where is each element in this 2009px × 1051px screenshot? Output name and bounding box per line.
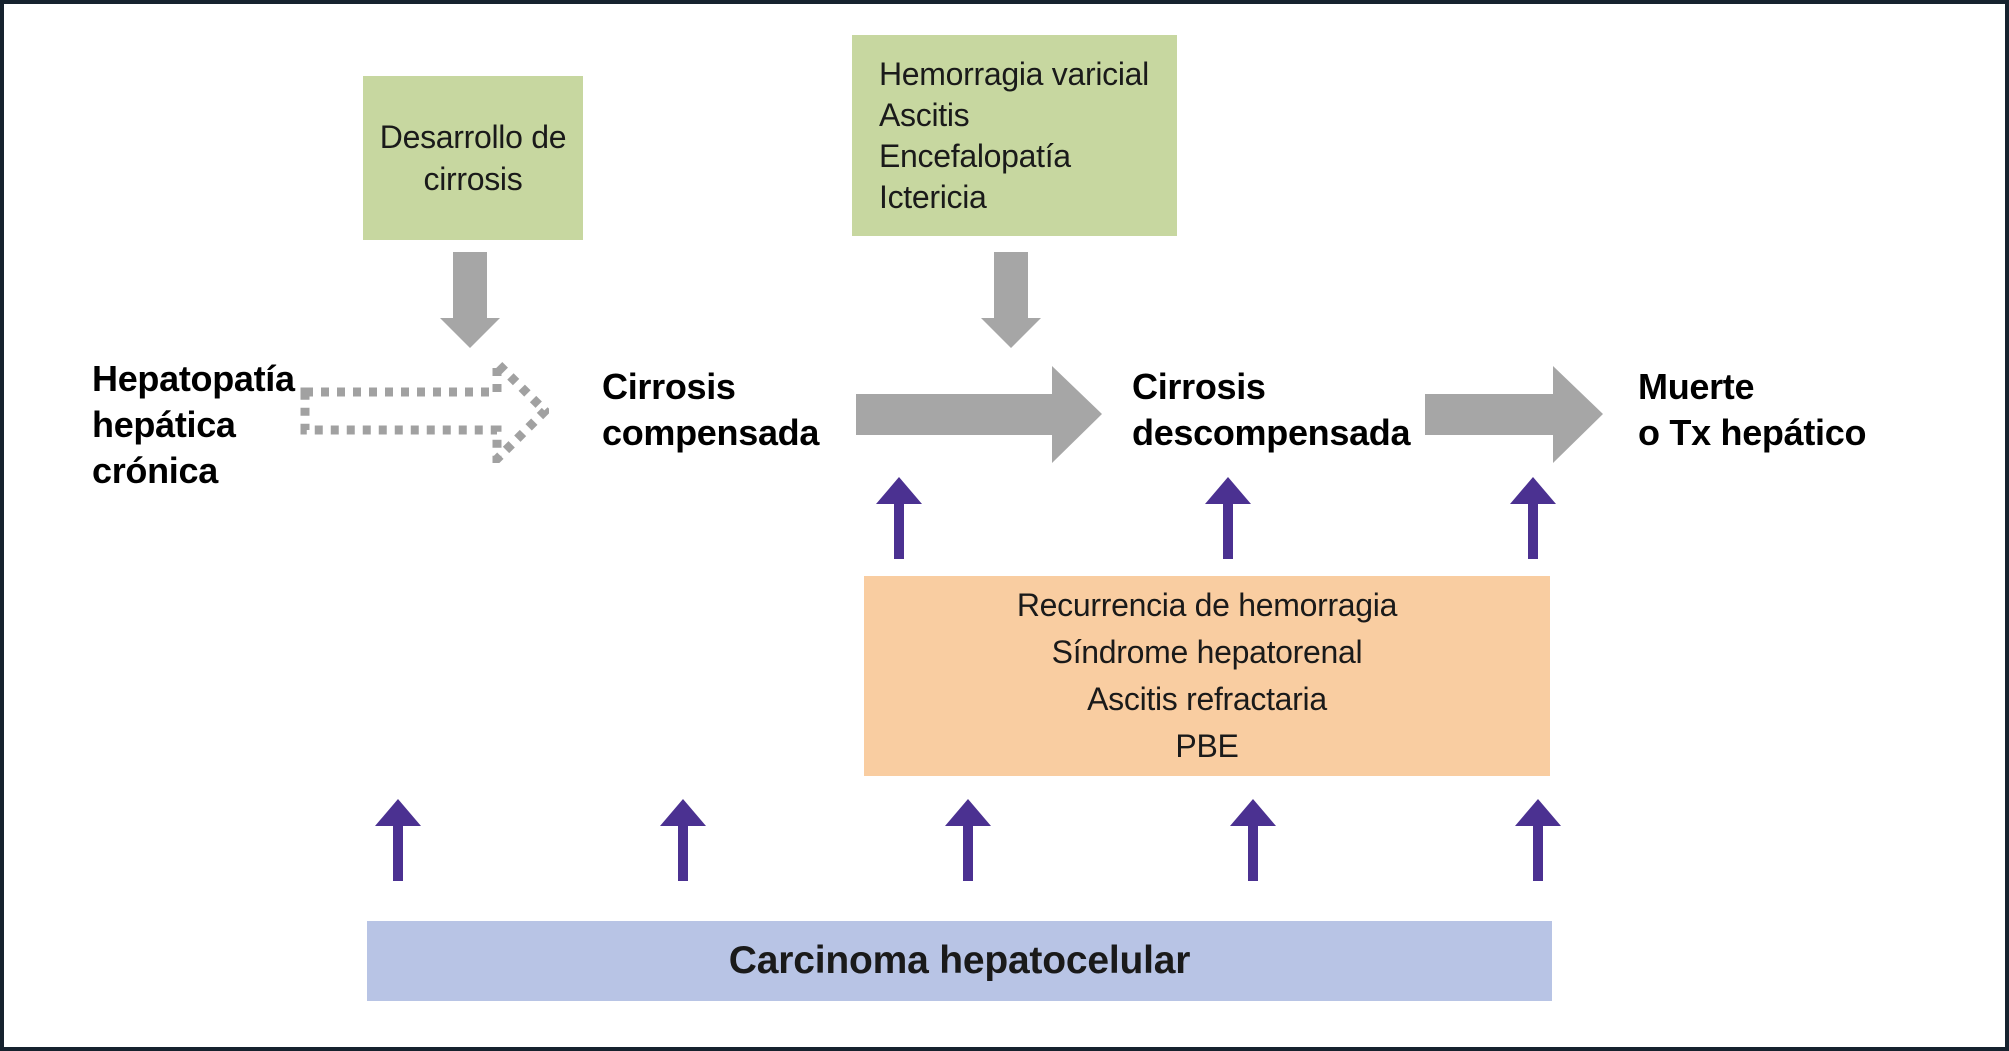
purple-up-arrow-icon-carcinoma-5 xyxy=(1515,799,1561,881)
purple-up-arrow-icon-carcinoma-1 xyxy=(375,799,421,881)
decompensation-events-box: Hemorragia varicial Ascitis Encefalopatí… xyxy=(852,35,1177,236)
complications-box: Recurrencia de hemorragia Síndrome hepat… xyxy=(864,576,1550,776)
purple-up-arrow-icon-complications-2 xyxy=(1205,477,1251,559)
purple-up-arrow-icon-carcinoma-3 xyxy=(945,799,991,881)
purple-up-arrow-icon-carcinoma-4 xyxy=(1230,799,1276,881)
decompensation-events-label: Hemorragia varicial Ascitis Encefalopatí… xyxy=(879,55,1149,215)
complications-label: Recurrencia de hemorragia Síndrome hepat… xyxy=(1016,587,1398,764)
dotted-right-arrow-icon xyxy=(300,359,549,463)
stage-compensated-cirrhosis-label: Cirrosis compensada xyxy=(602,366,820,453)
cirrhosis-development-box: Desarrollo de cirrosis xyxy=(363,76,583,240)
stage-death-or-transplant-label: Muerte o Tx hepático xyxy=(1638,366,1867,453)
gray-right-arrow-icon-2 xyxy=(1425,366,1603,463)
stage-chronic-liver-disease-label: Hepatopatía hepática crónica xyxy=(92,358,295,491)
stage-decompensated-cirrhosis-label: Cirrosis descompensada xyxy=(1132,366,1411,453)
gray-down-arrow-icon-2 xyxy=(981,252,1041,348)
gray-right-arrow-icon-1 xyxy=(856,366,1102,463)
hepatocellular-carcinoma-label: Carcinoma hepatocelular xyxy=(728,939,1191,982)
gray-down-arrow-icon-1 xyxy=(440,252,500,348)
hepatocellular-carcinoma-box: Carcinoma hepatocelular xyxy=(367,921,1552,1001)
purple-up-arrow-icon-complications-3 xyxy=(1510,477,1556,559)
cirrhosis-development-label: Desarrollo de cirrosis xyxy=(379,119,567,197)
purple-up-arrow-icon-complications-1 xyxy=(876,477,922,559)
purple-up-arrow-icon-carcinoma-2 xyxy=(660,799,706,881)
